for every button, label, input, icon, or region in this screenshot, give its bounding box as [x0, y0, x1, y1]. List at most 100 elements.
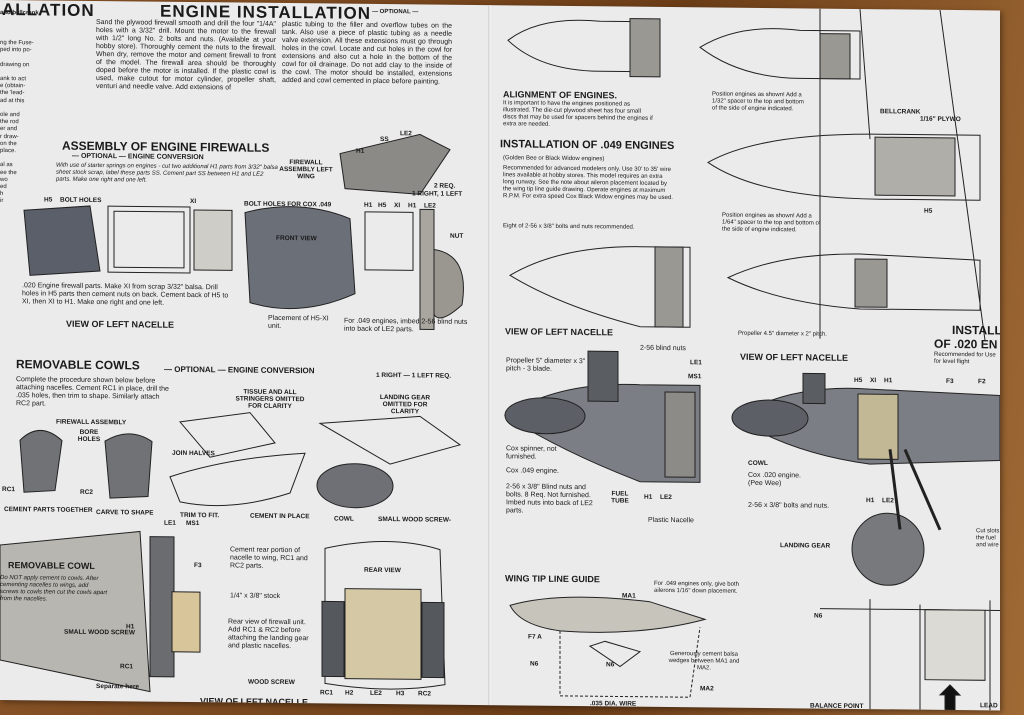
firewall-assembly-label: FIREWALL ASSEMBLY LEFT WING	[279, 159, 333, 181]
bore-holes-caption: BORE HOLES	[77, 428, 101, 444]
fuel-tube-label: FUEL TUBE	[611, 490, 629, 505]
lead-label: LEAD	[980, 702, 998, 710]
cement-rear-desc: Cement rear portion of nacelle to wing, …	[230, 546, 308, 570]
blind-nuts-bolts-desc: 2-56 x 3/8" Blind nuts and bolts. 8 Req.…	[506, 483, 593, 515]
fw-label-h1c: H1	[408, 202, 417, 210]
fw-label-h5: H5	[44, 196, 53, 204]
step-screw: SMALL WOOD SCREW-	[378, 515, 452, 524]
bolt-holes-cox-label: BOLT HOLES FOR COX .049	[244, 200, 332, 209]
bl-label-le2: LE2	[370, 689, 382, 697]
wt-label-ma2: MA2	[700, 685, 714, 693]
cowls-desc: Complete the procedure shown below befor…	[16, 376, 169, 408]
left-edge-text-line: ole and	[0, 112, 20, 119]
bl-label-h2: H2	[345, 689, 354, 697]
left-edge-text-line: h	[0, 191, 4, 198]
separate-here-label: Separate here	[96, 683, 139, 691]
firewalls-note: With use of starter springs on engines -…	[56, 162, 278, 184]
install020-rec: Recommended for Use for level flight	[934, 351, 996, 366]
left-edge-text-line: ed	[0, 184, 7, 191]
rear-view-firewall-desc: Rear view of firewall unit. Add RC1 & RC…	[228, 618, 309, 651]
left-edge-text-line: r draw-	[0, 133, 19, 140]
left-edge-text-line: al as	[0, 162, 13, 169]
install049-desc: Recommended for advanced modelers only. …	[503, 165, 673, 202]
join-halves-caption: JOIN HALVES	[172, 449, 215, 458]
left-edge-text-line: ir	[0, 198, 4, 205]
install049-position-note: Position engines as shown! Add a 1/64" s…	[722, 212, 821, 234]
alignment-title: ALIGNMENT OF ENGINES.	[503, 89, 618, 101]
wingtip-title: WING TIP LINE GUIDE	[505, 573, 600, 585]
propeller-45-label: Propeller 4.5" diameter x 2" pitch.	[738, 330, 827, 338]
firewall-parts-desc: .020 Engine firewall parts. Make XI from…	[22, 282, 229, 307]
engine-install-text-col1: Sand the plywood firewall smooth and dri…	[96, 19, 276, 92]
bl-label-rc2: RC2	[418, 690, 432, 698]
fw-label-h1b: H1	[364, 201, 373, 209]
i020-label-f2: F2	[978, 378, 986, 386]
h1-bottom-label: H1	[126, 623, 135, 631]
step-cement-place: CEMENT IN PLACE	[250, 512, 310, 521]
i049-label-le2: LE2	[660, 493, 672, 502]
install020-title: INSTALLA	[952, 322, 1000, 338]
i049-label-h1: H1	[644, 493, 653, 501]
left-edge-text-line: on the	[0, 140, 17, 147]
step-carve: CARVE TO SHAPE	[96, 509, 154, 517]
tissue-caption: TISSUE AND ALL STRINGERS OMITTED FOR CLA…	[235, 388, 305, 411]
left-edge-text-line: ad at this	[0, 97, 25, 104]
alignment-desc: It is important to have the engines posi…	[503, 100, 653, 128]
firewall-assembly-caption: FIREWALL ASSEMBLY	[56, 418, 127, 427]
install049-sub: (Golden Bee or Black Widow engines)	[503, 155, 605, 163]
small-wood-screw-label: SMALL WOOD SCREW	[64, 628, 136, 637]
fw-label-h5b: H5	[378, 201, 387, 210]
plastic-nacelle-label: Plastic Nacelle	[648, 516, 694, 525]
left-edge-text-line: the 'lead-	[0, 90, 25, 97]
landing-caption: LANDING GEAR OMITTED FOR CLARITY	[379, 393, 431, 416]
fw-label-le2: LE2	[400, 130, 412, 138]
fw-label-le2b: LE2	[424, 202, 436, 210]
left-edge-text-line: drawing on	[0, 61, 30, 68]
le1-bottom-label: LE1	[164, 519, 176, 527]
cox049-engine-label: Cox .049 engine.	[506, 467, 559, 475]
left-edge-text-line: place.	[0, 148, 17, 155]
wingtip-wedges-note: Generously cement balsa wedges between M…	[668, 651, 740, 672]
install020-cowl-label: COWL	[748, 459, 768, 468]
fw-label-xi: XI	[190, 197, 197, 206]
right-left-label: 1 RIGHT, 1 LEFT	[412, 190, 463, 198]
ms1-bottom-label: MS1	[186, 519, 200, 528]
i020-label-xi: XI	[870, 377, 877, 385]
rear-view-label: REAR VIEW	[364, 566, 401, 575]
engine-install-optional: — OPTIONAL —	[372, 8, 419, 16]
install020-title2: OF .020 EN	[934, 336, 998, 352]
blind-nuts-label: 2-56 blind nuts	[640, 344, 686, 353]
for049-desc: For .049 engines, imbed 2-56 blind nuts …	[344, 317, 468, 334]
cut-slots-label: Cut slots the fuel and wire	[976, 528, 1000, 549]
wt-label-n6: N6	[530, 660, 539, 668]
nut-label: NUT	[450, 232, 464, 240]
n6-right-label: N6	[814, 612, 823, 620]
wingtip-049-note: For .049 engines only, give both aileron…	[654, 580, 739, 595]
i020-label-le2: LE2	[882, 497, 894, 505]
plywood-label: 1/16" PLYWO	[920, 115, 961, 124]
propeller-5-label: Propeller 5" diameter x 3" pitch - 3 bla…	[506, 357, 586, 373]
i020-label-h5: H5	[854, 376, 863, 385]
firewalls-subtitle: — OPTIONAL — ENGINE CONVERSION	[72, 152, 204, 162]
install049-view-label: VIEW OF LEFT NACELLE	[505, 326, 613, 338]
removable-cowl-desc: Do NOT apply cement to cowls. After ceme…	[0, 575, 108, 603]
i020-label-f3: F3	[946, 377, 954, 385]
left-edge-text-line: er and	[0, 126, 18, 133]
plan-sheet: ALLATION and bellcrank ENGINE INSTALLATI…	[0, 0, 1000, 711]
bl-label-rc1: RC1	[320, 689, 334, 697]
two-req-label: 2 REQ.	[434, 182, 456, 190]
cox-spinner-label: Cox spinner, not furnished.	[506, 445, 557, 461]
bl-label-h3: H3	[396, 690, 405, 698]
plan-drawings	[0, 8, 1000, 711]
firewalls-view-label: VIEW OF LEFT NACELLE	[66, 318, 174, 330]
stock-label: 1/4" x 3/8" stock	[230, 592, 281, 600]
fw-label-ss: SS	[380, 135, 389, 144]
left-edge-text-line: ped into po-	[0, 47, 32, 54]
fw-label-xib: XI	[394, 202, 401, 210]
bellcrank-fragment: and bellcrank	[0, 10, 39, 17]
left-edge-text-line: e (obtain-	[0, 83, 26, 90]
cowls-title: REMOVABLE COWLS	[16, 357, 140, 373]
left-edge-text-line: wo	[0, 176, 8, 183]
left-edge-text-line: ank to act	[0, 76, 27, 83]
wt-label-f7a: F7 A	[528, 633, 542, 641]
